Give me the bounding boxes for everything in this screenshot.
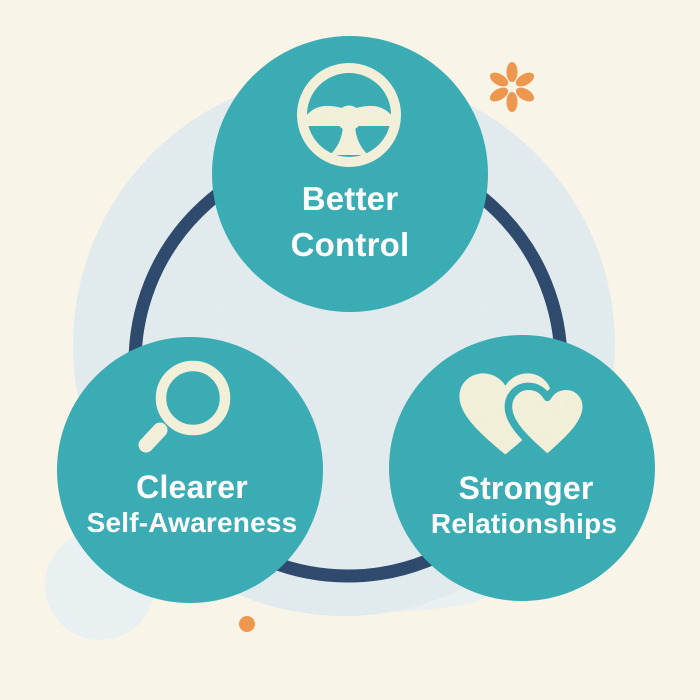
node-label-stronger: Stronger bbox=[458, 470, 594, 506]
node-label-better: Better bbox=[301, 180, 399, 217]
node-label-control: Control bbox=[290, 226, 410, 263]
node-label-self-awareness: Self-Awareness bbox=[86, 507, 298, 538]
node-label-relationships: Relationships bbox=[430, 508, 618, 539]
node-label-clearer: Clearer bbox=[136, 469, 248, 505]
